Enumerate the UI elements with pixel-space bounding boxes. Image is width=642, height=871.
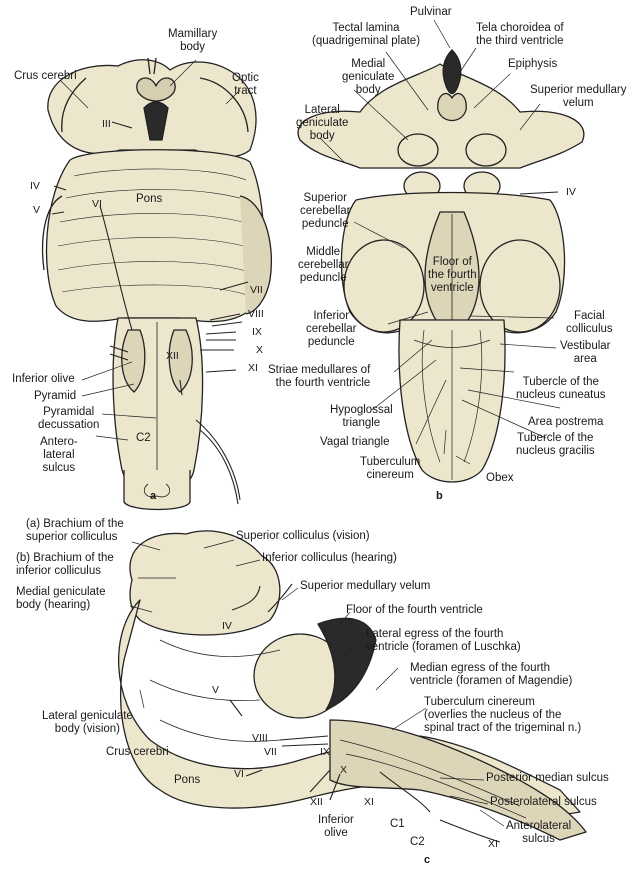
label-brachium-superior-colliculus: (a) Brachium of the superior colliculus — [26, 518, 124, 543]
label-medial-geniculate-c: Medial geniculate body (hearing) — [16, 586, 106, 611]
label-median-egress: Median egress of the fourth ventricle (f… — [410, 662, 573, 687]
label-anterolateral-sulcus-c: Anterolateral sulcus — [506, 820, 572, 845]
label-lateral-geniculate-b: Lateral geniculate body — [296, 104, 349, 142]
label-nerve-iii: III — [102, 118, 111, 130]
label-tubercle-gracilis: Tubercle of the nucleus gracilis — [516, 432, 595, 457]
label-inferior-cerebellar-peduncle: Inferior cerebellar peduncle — [306, 310, 357, 348]
label-facial-colliculus: Facial colliculus — [566, 310, 613, 335]
label-floor-fourth-ventricle-b: Floor of the fourth ventricle — [428, 256, 477, 294]
label-c2-a: C2 — [136, 432, 151, 444]
label-inferior-olive-c: Inferior olive — [318, 814, 354, 839]
label-nerve-xi-c: XI — [364, 796, 374, 808]
panel-b-artwork — [297, 49, 585, 483]
label-tectal-lamina: Tectal lamina (quadrigeminal plate) — [312, 22, 421, 47]
label-nerve-xii-c: XII — [310, 796, 323, 808]
label-nerve-viii-c: VIII — [252, 732, 268, 744]
label-vagal-triangle: Vagal triangle — [320, 436, 390, 448]
label-vestibular-area: Vestibular area — [560, 340, 611, 365]
label-nerve-x-c: X — [340, 764, 348, 776]
label-nerve-v-a: V — [33, 204, 41, 216]
label-obex: Obex — [486, 472, 514, 484]
label-nerve-iv-a: IV — [30, 180, 40, 192]
label-crus-cerebri-c: Crus cerebri — [106, 746, 169, 758]
label-epiphysis: Epiphysis — [508, 58, 558, 70]
label-lateral-geniculate-c: Lateral geniculate body (vision) — [42, 710, 133, 735]
panel-label-a: a — [150, 490, 157, 502]
panel-c-artwork — [117, 530, 587, 843]
label-mamillary-body: Mamillary body — [168, 28, 218, 53]
label-optic-tract: Optic tract — [232, 72, 259, 97]
panel-label-c: c — [424, 854, 431, 866]
label-pulvinar: Pulvinar — [410, 6, 452, 18]
label-medial-geniculate-b: Medial geniculate body — [342, 58, 395, 96]
label-posterolateral-sulcus: Posterolateral sulcus — [490, 796, 597, 808]
label-pyramid: Pyramid — [34, 390, 77, 402]
label-nerve-iv-c: IV — [222, 620, 232, 632]
label-nerve-xi-a: XI — [248, 362, 258, 374]
label-pons-a: Pons — [136, 193, 163, 205]
label-nerve-x-a: X — [256, 344, 264, 356]
panel-a-artwork — [41, 57, 273, 511]
label-hypoglossal-triangle: Hypoglossal triangle — [330, 404, 393, 429]
label-tuberculum-cinereum-c: Tuberculum cinereum (overlies the nucleu… — [424, 696, 582, 734]
label-superior-medullary-velum-c: Superior medullary velum — [300, 580, 431, 592]
label-nerve-viii-a: VIII — [248, 308, 264, 320]
label-nerve-xi-c-spinal: XI — [488, 838, 498, 850]
label-striae-medullares: Striae medullares of the fourth ventricl… — [268, 364, 371, 389]
label-superior-cerebellar-peduncle: Superior cerebellar peduncle — [300, 192, 351, 230]
label-tubercle-cuneatus: Tubercle of the nucleus cuneatus — [516, 376, 606, 401]
label-brachium-inferior-colliculus: (b) Brachium of the inferior colliculus — [16, 552, 114, 577]
label-nerve-vi-c: VI — [234, 768, 244, 780]
label-inferior-colliculus: Inferior colliculus (hearing) — [262, 552, 397, 564]
leader-lines — [59, 19, 561, 827]
label-pyramidal-decussation: Pyramidal decussation — [38, 406, 100, 431]
label-superior-colliculus: Superior colliculus (vision) — [236, 530, 370, 542]
label-crus-cerebri-a: Crus cerebri — [14, 70, 77, 82]
label-posterior-median-sulcus: Posterior median sulcus — [486, 772, 609, 784]
label-area-postrema: Area postrema — [528, 416, 604, 428]
label-anterolateral-sulcus-a: Antero- lateral sulcus — [40, 436, 78, 474]
label-lateral-egress: Lateral egress of the fourth ventricle (… — [366, 628, 521, 653]
label-floor-fourth-ventricle-c: Floor of the fourth ventricle — [346, 604, 483, 616]
label-nerve-v-c: V — [212, 684, 220, 696]
label-nerve-vii-c: VII — [264, 746, 277, 758]
label-nerve-ix-c: IX — [320, 746, 330, 758]
label-tuberculum-cinereum-b: Tuberculum cinereum — [360, 456, 421, 481]
label-inferior-olive-a: Inferior olive — [12, 373, 75, 385]
label-c1-c: C1 — [390, 818, 405, 830]
label-nerve-iv-b: IV — [566, 186, 576, 198]
label-nerve-vi-a: VI — [92, 198, 102, 210]
label-c2-c: C2 — [410, 836, 425, 848]
label-tela-choroidea: Tela choroidea of the third ventricle — [476, 22, 564, 47]
label-nerve-ix-a: IX — [252, 326, 262, 338]
label-nerve-vii-a: VII — [250, 284, 263, 296]
label-superior-medullary-velum-b: Superior medullary velum — [530, 84, 627, 109]
label-middle-cerebellar-peduncle: Middle cerebellar peduncle — [298, 246, 349, 284]
panel-label-b: b — [436, 490, 443, 502]
label-nerve-xii-a: XII — [166, 350, 179, 362]
label-pons-c: Pons — [174, 774, 201, 786]
